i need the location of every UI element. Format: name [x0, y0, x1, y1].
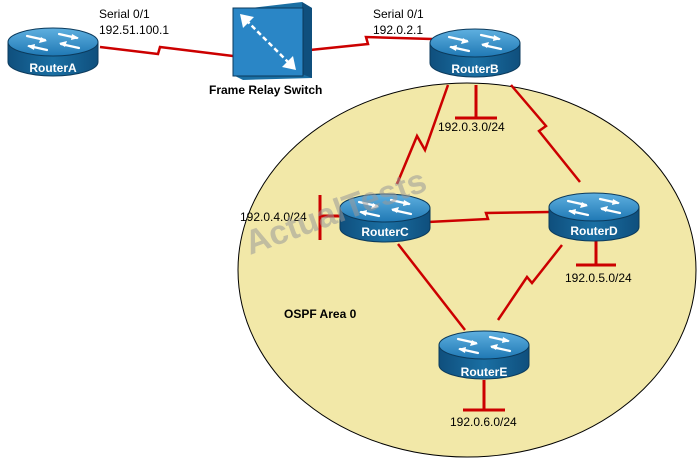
lan-stub-routerd	[576, 240, 616, 267]
lan-stub-routerb	[455, 85, 497, 120]
routera-port-label: Serial 0/1	[99, 7, 150, 21]
ospf-area-0-region	[237, 82, 697, 458]
serial-link-routera-switch	[99, 45, 234, 58]
router-c-label: RouterC	[361, 225, 409, 239]
link-routerb-routerc	[395, 84, 450, 185]
network-label-routere: 192.0.6.0/24	[450, 415, 517, 429]
router-d-label: RouterD	[570, 224, 618, 238]
network-label-routerd: 192.0.5.0/24	[565, 271, 632, 285]
link-routerc-routerd	[427, 210, 550, 224]
router-b-label: RouterB	[451, 62, 499, 76]
link-routerb-routerd	[510, 84, 581, 183]
routerb-ip-label: 192.0.2.1	[373, 23, 423, 37]
lan-stub-routere	[463, 380, 505, 412]
frame-relay-switch-icon	[232, 2, 312, 80]
frame-relay-switch-label: Frame Relay Switch	[209, 83, 322, 97]
ospf-area-label: OSPF Area 0	[284, 307, 357, 321]
router-e-label: RouterE	[461, 365, 508, 379]
link-routerd-routere	[496, 244, 563, 321]
routera-ip-label: 192.51.100.1	[99, 23, 169, 37]
link-routerc-routere	[397, 243, 466, 331]
serial-link-switch-routerb	[309, 35, 433, 52]
lan-stub-routerc	[318, 195, 340, 240]
router-a-label: RouterA	[29, 61, 77, 75]
routerb-port-label: Serial 0/1	[373, 7, 424, 21]
network-label-routerc: 192.0.4.0/24	[240, 210, 307, 224]
network-label-routerb: 192.0.3.0/24	[438, 120, 505, 134]
